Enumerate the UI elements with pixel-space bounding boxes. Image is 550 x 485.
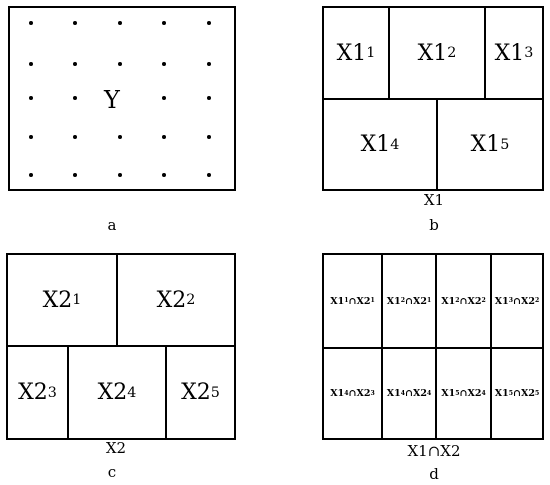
grid-point [118,62,122,66]
grid-point [118,21,122,25]
caption-a: a [107,216,117,234]
grid-point [207,96,211,100]
grid-point [207,21,211,25]
grid-point [162,21,166,25]
grid-point [118,173,122,177]
grid-point [29,173,33,177]
panel-d-title: X1∩X2 [407,442,461,460]
grid-point [29,21,33,25]
panel-a-grid: Y [8,6,236,191]
grid-point [162,96,166,100]
grid-point [73,96,77,100]
caption-c: c [107,463,117,481]
grid-point [73,173,77,177]
panel-b-title: X1 [423,191,445,209]
grid-point [118,135,122,139]
panel-c-title: X2 [105,439,127,457]
grid-point [73,21,77,25]
grid-point [207,173,211,177]
grid-point [162,173,166,177]
grid-point [207,135,211,139]
grid-point [73,62,77,66]
grid-point [29,96,33,100]
panel-a-label: Y [104,86,120,114]
caption-d: d [429,465,439,483]
grid-point [207,62,211,66]
grid-point [29,135,33,139]
grid-point [29,62,33,66]
grid-point [162,135,166,139]
caption-b: b [429,216,439,234]
grid-point [73,135,77,139]
grid-point [162,62,166,66]
